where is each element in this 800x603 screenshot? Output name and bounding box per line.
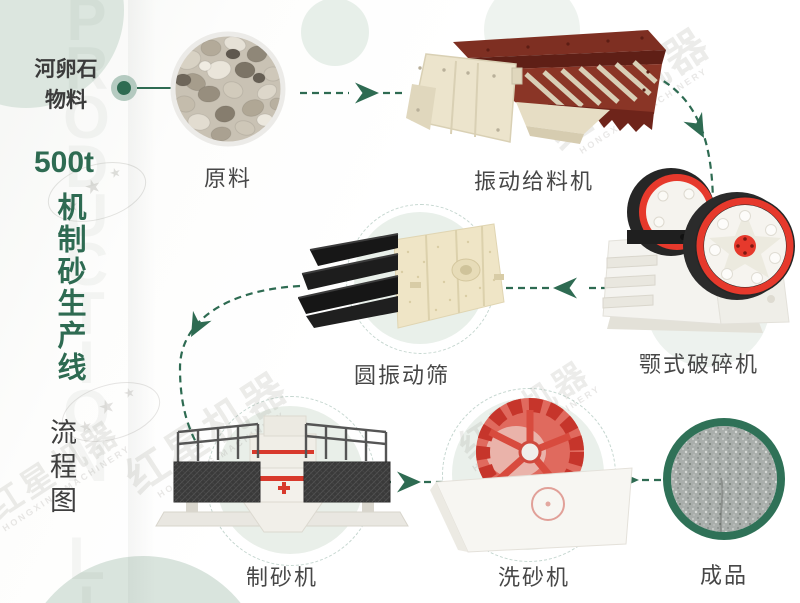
node-vibrating-screen: 圆振动筛 [298,222,506,390]
raw-material-photo [170,31,286,147]
svg-text:★: ★ [77,417,95,437]
sand-maker-image [155,415,409,533]
connector-dot [117,81,131,95]
arrowhead-icon [553,277,577,299]
star-seal-watermark-icon: ★ ★ ★ [61,382,161,442]
svg-text:★: ★ [108,164,123,182]
raw-back-blob [301,0,369,66]
node-label: 成品 [699,563,748,588]
material-line1: 河卵石 [34,58,98,81]
svg-text:★: ★ [63,197,81,217]
vertical-watermark: PRODUCTION LINE [53,0,120,603]
star-seal-watermark-icon: ★ ★ ★ [47,162,147,222]
material-label: 河卵石 物料 [14,54,118,116]
flowchart-subtitle: 流程图 [46,418,76,520]
node-label: 原料 [203,166,252,191]
sidebar-divider [128,0,156,603]
node-sand-washer: 洗砂机 [428,390,640,592]
node-finished-product: 成品 [661,416,787,590]
capacity-label: 500t [33,146,95,179]
material-line2: 物料 [45,89,87,112]
svg-text:★: ★ [96,395,118,420]
node-label: 洗砂机 [497,565,570,590]
material-connector [111,75,176,101]
arrowhead-icon [683,111,714,143]
jaw-crusher-image [602,168,795,333]
node-label: 振动给料机 [473,169,594,194]
node-jaw-crusher: 颚式破碎机 [601,146,797,379]
node-sand-maker: 制砂机 [146,404,418,592]
arrowhead-icon [355,82,379,104]
vibrating-screen-image [298,223,505,329]
svg-text:★: ★ [122,384,137,402]
node-vibrating-feeder: 振动给料机 [398,24,670,196]
vibrating-feeder-image [406,30,666,144]
node-label: 圆振动筛 [353,363,450,388]
node-raw-material: 原料 [168,30,288,193]
node-label: 制砂机 [245,565,318,590]
node-label: 颚式破碎机 [638,352,759,377]
arrow-screen-to-sandmaker [178,284,301,447]
finished-product-photo [663,418,785,540]
production-line-title: 机制砂生产线 [53,192,85,384]
svg-text:★: ★ [82,175,104,200]
sand-washer-image [430,398,633,553]
